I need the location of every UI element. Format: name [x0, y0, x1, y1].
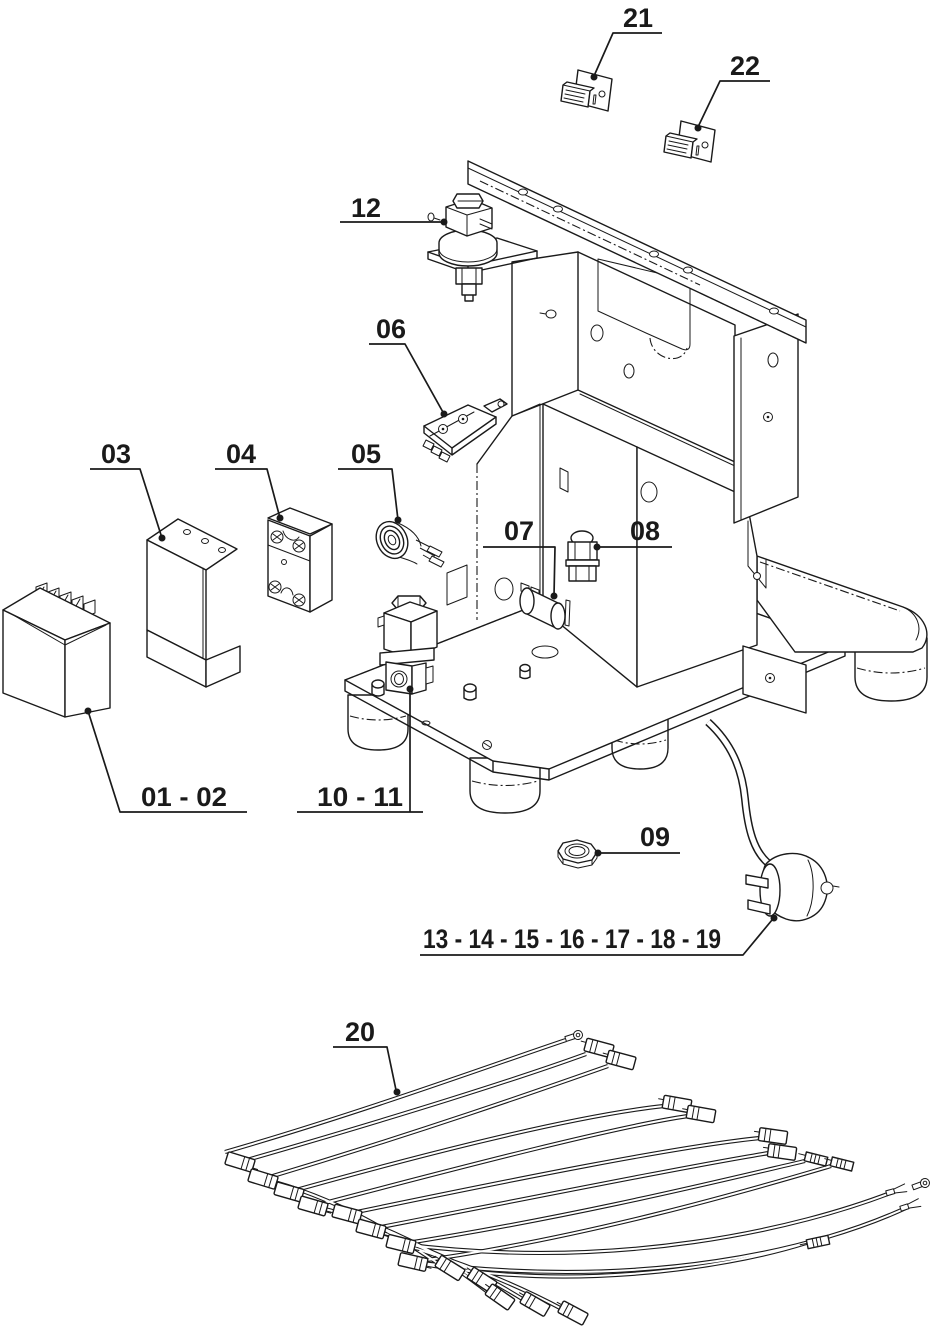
standoff — [371, 679, 385, 697]
callout-03: 03 — [90, 439, 166, 542]
callout-01-02: 01 - 02 — [84, 707, 247, 813]
standoff — [519, 663, 531, 680]
power-cord — [708, 722, 768, 863]
right-wall — [636, 446, 758, 688]
rubber-foot — [469, 757, 541, 814]
callout-09: 09 — [594, 822, 680, 857]
callout-08: 08 — [593, 516, 672, 551]
pressure-switch-12 — [427, 193, 498, 302]
callout-20: 20 — [333, 1017, 401, 1096]
callout-label: 04 — [226, 439, 256, 469]
callout-label: 13 - 14 - 15 - 16 - 17 - 18 - 19 — [423, 924, 721, 954]
screw — [427, 212, 441, 222]
callout-label: 10 - 11 — [317, 782, 403, 812]
mounting-bracket-03 — [146, 518, 241, 688]
callout-label: 07 — [504, 516, 534, 546]
callout-label: 08 — [630, 516, 660, 546]
rubber-foot — [854, 637, 928, 702]
callout-label: 06 — [376, 314, 406, 344]
spade-connector — [552, 1297, 590, 1327]
lock-nut-09 — [557, 839, 598, 869]
power-plug-13-19 — [745, 852, 840, 922]
spade-connector — [761, 1142, 798, 1162]
thermostat-07 — [519, 582, 571, 630]
callout-07: 07 — [483, 516, 558, 600]
solenoid-valve-10-11 — [377, 595, 438, 695]
switch-plate-21 — [560, 69, 613, 112]
callouts: 12 06 03 04 05 07 08 09 01 - 02 10 - 11 … — [84, 3, 778, 1096]
top-rail — [467, 160, 807, 344]
screw — [482, 740, 492, 750]
spade-connector — [656, 1093, 693, 1114]
screw — [539, 309, 557, 319]
fork-terminal — [898, 1198, 922, 1214]
callout-label: 01 - 02 — [141, 782, 227, 812]
callout-10-11: 10 - 11 — [297, 685, 423, 813]
standoff — [463, 683, 477, 701]
rubber-foot — [347, 694, 409, 751]
back-panel — [511, 251, 736, 467]
callout-21: 21 — [590, 3, 662, 81]
front-right-plate — [742, 645, 807, 714]
callout-05: 05 — [338, 439, 402, 524]
callout-label: 21 — [623, 3, 653, 33]
screw — [763, 412, 773, 422]
spade-connector — [752, 1126, 789, 1146]
callout-label: 12 — [351, 193, 381, 223]
control-box-01-02 — [2, 582, 111, 718]
microswitch-06 — [422, 398, 508, 463]
ring-terminal — [910, 1176, 932, 1193]
base-right-rail — [756, 555, 928, 653]
lower-left-wall — [476, 403, 541, 620]
callout-label: 03 — [101, 439, 131, 469]
push-button-05 — [375, 520, 445, 568]
spade-connector — [355, 1218, 392, 1241]
wiring-harness-20 — [225, 1028, 932, 1327]
callout-13-19: 13 - 14 - 15 - 16 - 17 - 18 - 19 — [420, 914, 778, 956]
callout-04: 04 — [215, 439, 284, 522]
switch-plate-22 — [663, 120, 716, 163]
cable-gland-08 — [565, 530, 600, 582]
solid-state-relay-04 — [267, 507, 333, 613]
callout-22: 22 — [694, 51, 770, 132]
screw — [765, 673, 775, 683]
fork-terminal — [884, 1183, 908, 1198]
callout-12: 12 — [340, 193, 448, 226]
callout-label: 20 — [345, 1017, 375, 1047]
screw — [753, 572, 761, 580]
callout-label: 22 — [730, 51, 760, 81]
callout-label: 05 — [351, 439, 381, 469]
spade-connector — [385, 1233, 422, 1256]
callout-06: 06 — [369, 314, 448, 418]
callout-label: 09 — [640, 822, 670, 852]
chassis — [344, 160, 928, 863]
step-bracket — [446, 564, 468, 606]
